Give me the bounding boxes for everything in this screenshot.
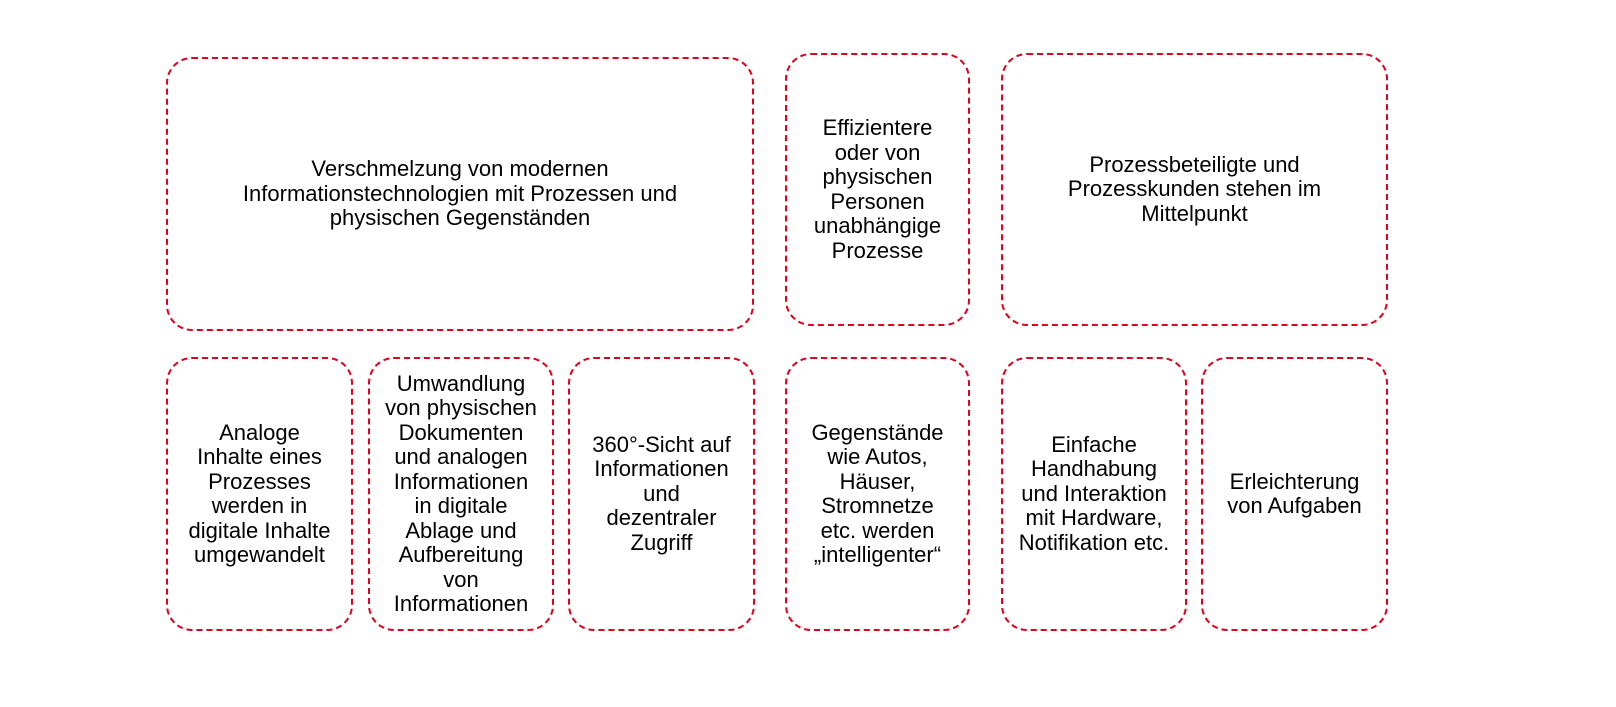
box-smart-objects-text: Gegenstände wie Autos, Häuser, Stromnetz… xyxy=(811,419,944,567)
box-360-view-text: 360°-Sicht auf Informationen und dezentr… xyxy=(592,431,731,555)
box-efficient-processes-text: Effizientere oder von physischen Persone… xyxy=(813,115,942,263)
box-efficient-processes: Effizientere oder von physischen Persone… xyxy=(785,53,970,326)
box-task-relief: Erleichterung von Aufgaben xyxy=(1201,357,1388,631)
box-easy-handling: Einfache Handhabung und Interaktion mit … xyxy=(1001,357,1187,631)
box-analog-to-digital: Analoge Inhalte eines Prozesses werden i… xyxy=(166,357,353,631)
box-document-conversion: Umwandlung von physischen Dokumenten und… xyxy=(368,357,554,631)
box-process-participants: Prozessbeteiligte und Prozesskunden steh… xyxy=(1001,53,1388,326)
box-fusion-it-processes: Verschmelzung von modernen Informationst… xyxy=(166,57,754,331)
box-smart-objects: Gegenstände wie Autos, Häuser, Stromnetz… xyxy=(785,357,970,631)
box-process-participants-text: Prozessbeteiligte und Prozesskunden steh… xyxy=(1067,151,1322,226)
box-task-relief-text: Erleichterung von Aufgaben xyxy=(1227,468,1362,518)
box-360-view: 360°-Sicht auf Informationen und dezentr… xyxy=(568,357,755,631)
box-document-conversion-text: Umwandlung von physischen Dokumenten und… xyxy=(385,370,537,616)
box-analog-to-digital-text: Analoge Inhalte eines Prozesses werden i… xyxy=(188,419,331,567)
box-fusion-it-processes-text: Verschmelzung von modernen Informationst… xyxy=(242,156,678,231)
box-easy-handling-text: Einfache Handhabung und Interaktion mit … xyxy=(1018,431,1170,555)
